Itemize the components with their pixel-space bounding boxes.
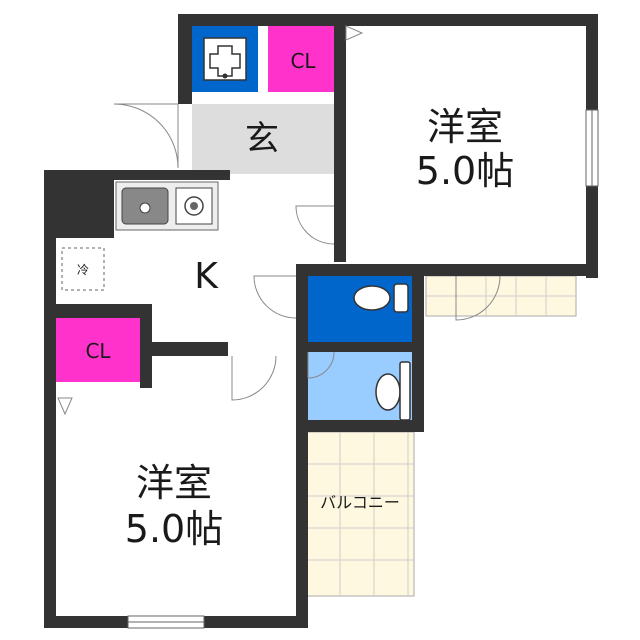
washbasin-icon — [375, 361, 411, 421]
balcony-tiles — [306, 432, 414, 596]
balcony-floor — [305, 431, 415, 597]
shoe-box-icon — [203, 37, 247, 81]
room-label-western-bottom: 洋室 — [136, 461, 212, 505]
doors — [57, 25, 501, 416]
room-label-entrance: 玄 — [245, 119, 279, 159]
closet-top — [268, 26, 338, 92]
closet-label-left: CL — [85, 339, 111, 363]
fridge-label: 冷 — [77, 263, 89, 277]
room-label-western-top: 洋室 — [427, 105, 503, 149]
closet-left — [56, 318, 140, 382]
entrance-floor — [192, 104, 334, 174]
room-size-western-top: 5.0帖 — [416, 149, 514, 193]
toilet-icon — [353, 283, 409, 313]
window-bottom — [127, 615, 205, 629]
closet-label-top: CL — [290, 49, 316, 73]
fridge-space — [61, 247, 105, 291]
walls — [44, 14, 598, 628]
kitchen-counter — [115, 181, 219, 231]
room-label-kitchen: K — [194, 256, 219, 297]
room-size-western-bottom: 5.0帖 — [125, 507, 223, 551]
balcony-label: バルコニー — [320, 493, 400, 512]
window-right — [585, 109, 599, 187]
